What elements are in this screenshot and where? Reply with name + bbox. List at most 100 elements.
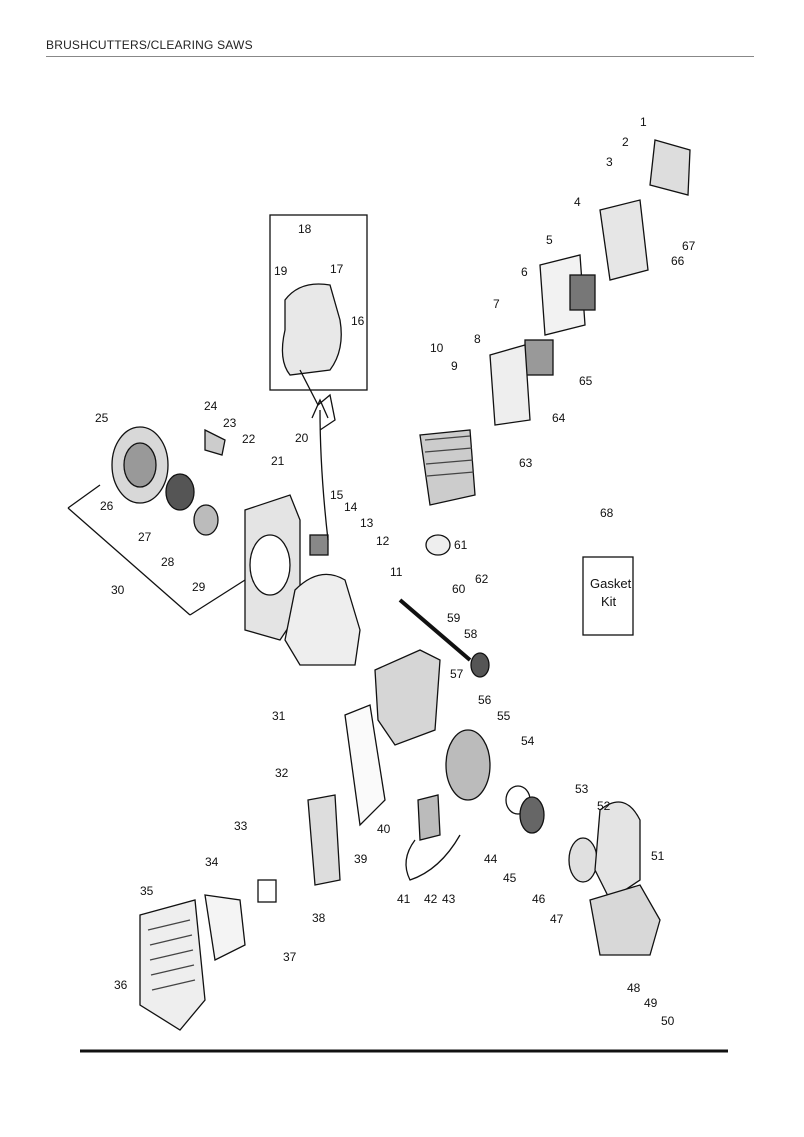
callout-37: 37 xyxy=(283,950,297,964)
callout-63: 63 xyxy=(519,456,533,470)
starter-spring xyxy=(165,473,195,511)
callout-48: 48 xyxy=(627,981,641,995)
ignition-coil xyxy=(417,794,441,841)
inset-leader xyxy=(299,369,336,431)
callout-8: 8 xyxy=(474,332,481,346)
callout-65: 65 xyxy=(579,374,593,388)
heat-shield xyxy=(489,344,531,426)
callout-13: 13 xyxy=(360,516,374,530)
callout-35: 35 xyxy=(140,884,154,898)
callout-47: 47 xyxy=(550,912,564,926)
callout-10: 10 xyxy=(430,341,444,355)
cooling-shroud xyxy=(139,899,206,1031)
shroud-cover xyxy=(204,894,246,961)
callout-11: 11 xyxy=(390,565,403,579)
crankcase xyxy=(374,649,441,746)
starter-pulley xyxy=(193,504,219,536)
callout-31: 31 xyxy=(272,709,286,723)
callout-22: 22 xyxy=(242,432,256,446)
intake-manifold xyxy=(524,339,554,376)
filter-housing xyxy=(599,199,649,281)
fuel-tank xyxy=(284,573,361,666)
gasket-kit-label-line2: Kit xyxy=(601,594,617,609)
shaft-coupling xyxy=(589,884,661,956)
starter-handle xyxy=(204,428,226,456)
clutch-housing xyxy=(594,801,641,901)
callout-labels: 1 2 3 4 5 6 7 8 9 10 11 12 13 14 15 16 1… xyxy=(95,115,696,1028)
callout-14: 14 xyxy=(344,500,358,514)
callout-57: 57 xyxy=(450,667,464,681)
callout-67: 67 xyxy=(682,239,696,253)
callout-49: 49 xyxy=(644,996,658,1010)
callout-40: 40 xyxy=(377,822,391,836)
callout-28: 28 xyxy=(161,555,175,569)
callout-6: 6 xyxy=(521,265,528,279)
callout-44: 44 xyxy=(484,852,498,866)
callout-33: 33 xyxy=(234,819,248,833)
clutch xyxy=(519,796,545,834)
callout-51: 51 xyxy=(651,849,665,863)
inset-box xyxy=(269,214,368,391)
gasket-kit-label-line1: Gasket xyxy=(590,576,632,591)
callout-36: 36 xyxy=(114,978,128,992)
callout-39: 39 xyxy=(354,852,368,866)
curved-arrow xyxy=(319,409,329,541)
callout-18: 18 xyxy=(298,222,312,236)
flywheel xyxy=(445,729,491,801)
callout-26: 26 xyxy=(100,499,114,513)
callout-38: 38 xyxy=(312,911,326,925)
gasket-kit-box xyxy=(582,556,634,636)
carburetor xyxy=(569,274,596,311)
spark-arrestor xyxy=(257,879,277,903)
callout-62: 62 xyxy=(475,572,489,586)
callout-29: 29 xyxy=(192,580,206,594)
callout-59: 59 xyxy=(447,611,461,625)
callout-19: 19 xyxy=(274,264,288,278)
callout-20: 20 xyxy=(295,431,309,445)
muffler-shield xyxy=(344,704,386,827)
air-filter-cover xyxy=(649,139,691,196)
throttle-housing xyxy=(281,283,342,376)
callout-68: 68 xyxy=(600,506,614,520)
callout-66: 66 xyxy=(671,254,685,268)
callout-30: 30 xyxy=(111,583,125,597)
callout-32: 32 xyxy=(275,766,289,780)
crank-bearing xyxy=(470,652,490,678)
callout-23: 23 xyxy=(223,416,237,430)
callout-43: 43 xyxy=(442,892,456,906)
callout-1: 1 xyxy=(640,115,647,129)
callout-54: 54 xyxy=(521,734,535,748)
callout-15: 15 xyxy=(330,488,344,502)
callout-24: 24 xyxy=(204,399,218,413)
callout-41: 41 xyxy=(397,892,411,906)
callout-46: 46 xyxy=(532,892,546,906)
clutch-drum xyxy=(568,837,598,883)
callout-34: 34 xyxy=(205,855,219,869)
callout-56: 56 xyxy=(478,693,492,707)
callout-61: 61 xyxy=(454,538,468,552)
callout-53: 53 xyxy=(575,782,589,796)
callout-17: 17 xyxy=(330,262,344,276)
callout-45: 45 xyxy=(503,871,517,885)
callout-3: 3 xyxy=(606,155,613,169)
callout-21: 21 xyxy=(271,454,285,468)
crankshaft xyxy=(398,598,472,662)
cylinder xyxy=(419,429,476,506)
callout-27: 27 xyxy=(138,530,152,544)
page-header: BRUSHCUTTERS/CLEARING SAWS xyxy=(46,38,253,52)
callout-58: 58 xyxy=(464,627,478,641)
callout-2: 2 xyxy=(622,135,629,149)
callout-12: 12 xyxy=(376,534,390,548)
bracket-30 xyxy=(67,507,191,616)
fuel-cap xyxy=(309,534,329,556)
callout-16: 16 xyxy=(351,314,365,328)
callout-5: 5 xyxy=(546,233,553,247)
callout-52: 52 xyxy=(597,799,611,813)
callout-60: 60 xyxy=(452,582,466,596)
header-rule xyxy=(46,56,754,57)
callout-9: 9 xyxy=(451,359,458,373)
callout-7: 7 xyxy=(493,297,500,311)
muffler xyxy=(307,794,341,886)
callout-25: 25 xyxy=(95,411,109,425)
